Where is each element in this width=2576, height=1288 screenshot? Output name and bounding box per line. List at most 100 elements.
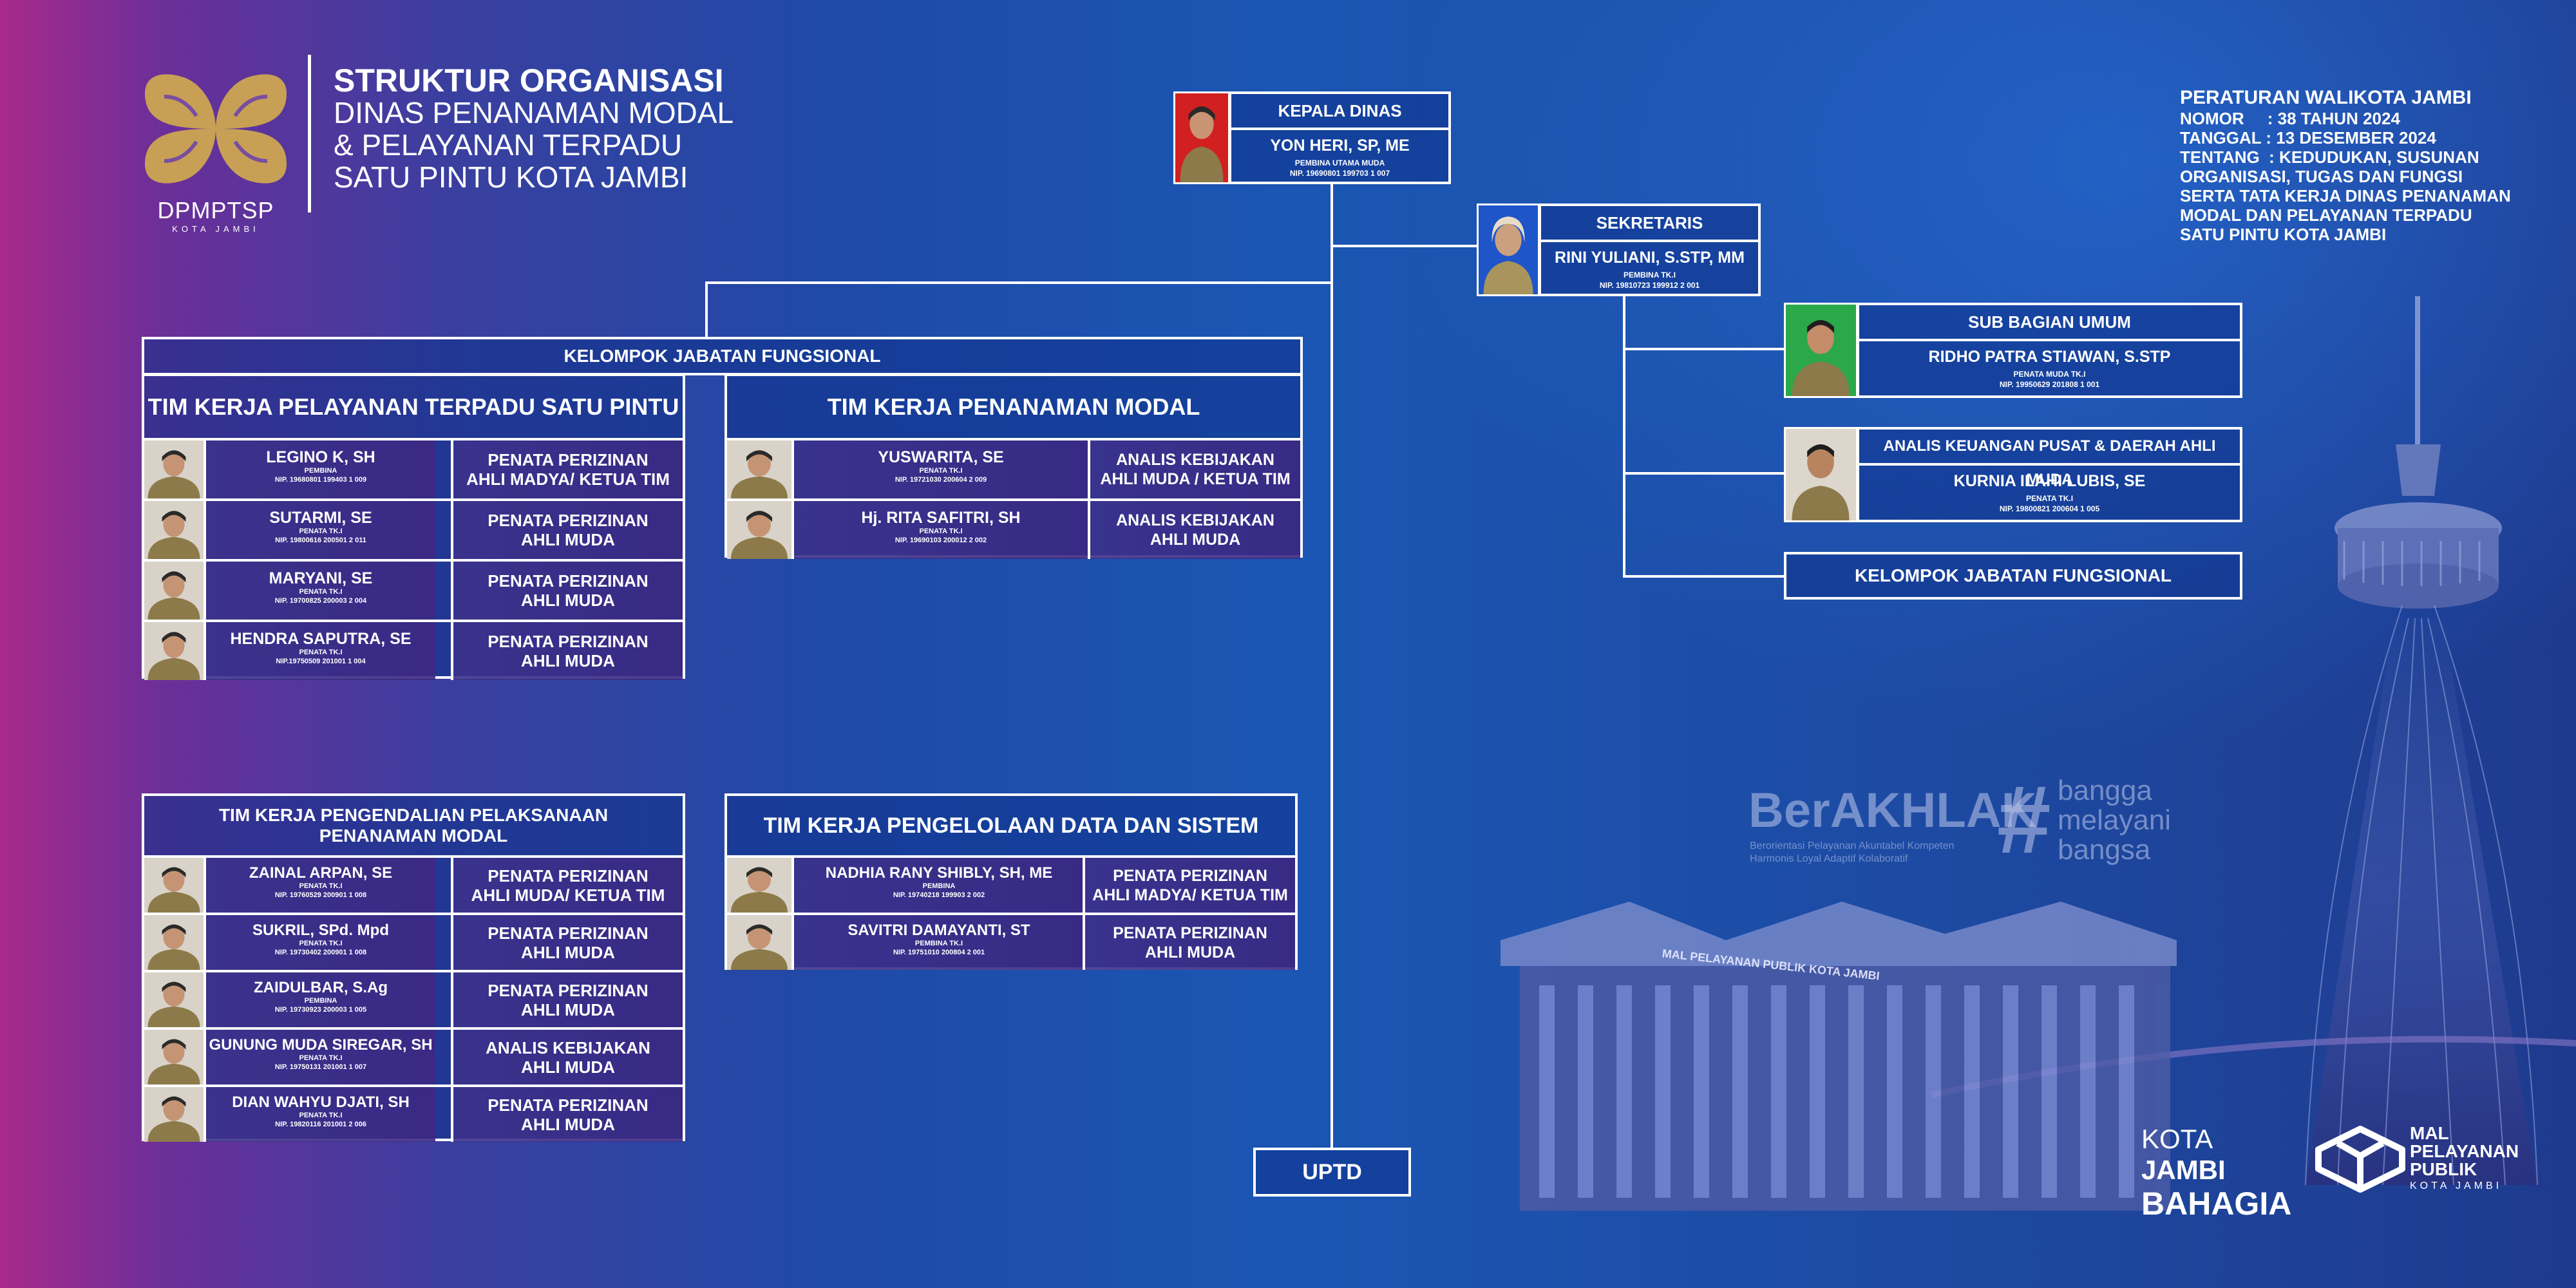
subbag-name: RIDHO PATRA STIAWAN, S.STP [1928, 348, 2171, 366]
title-line-2: DINAS PENANAMAN MODAL [334, 96, 734, 129]
team4-box: TIM KERJA PENGELOLAAN DATA DAN SISTEM NA… [724, 793, 1298, 970]
kepala-photo [1173, 91, 1230, 184]
member-role-line-1: PENATA PERIZINAN [488, 571, 649, 591]
member-role-line-1: ANALIS KEBIJAKAN [486, 1037, 650, 1057]
member-name: ZAIDULBAR, S.Ag [254, 979, 388, 996]
team3-title: TIM KERJA PENGENDALIAN PELAKSANAAN PENAN… [144, 796, 683, 855]
member-rank: PENATA TK.I [299, 1112, 343, 1119]
member-name: NADHIA RANY SHIBLY, SH, ME [825, 864, 1053, 882]
kepala-nip: NIP. 19690801 199703 1 007 [1289, 169, 1390, 178]
butterfly-logo-icon [145, 74, 287, 184]
member-role-line-1: PENATA PERIZINAN [488, 923, 649, 943]
member-name: Hj. RITA SAFITRI, SH [861, 509, 1021, 527]
member-nip: NIP. 19700825 200003 2 004 [274, 597, 367, 605]
sekretaris-rank: PEMBINA TK.I [1624, 270, 1676, 279]
member-rank: PENATA TK.I [299, 940, 343, 947]
member-rank: PEMBINA [304, 997, 337, 1005]
member-role-line-2: AHLI MUDA [521, 651, 615, 670]
mal-text-1: MAL [2410, 1123, 2449, 1143]
member-role-line-2: AHLI MUDA [521, 1114, 615, 1134]
member-name: DIAN WAHYU DJATI, SH [232, 1094, 410, 1111]
member-photo [727, 915, 794, 970]
member-rank: PENATA TK.I [299, 527, 343, 535]
uptd-label: UPTD [1302, 1160, 1362, 1184]
member-rank: PENATA TK.I [919, 527, 963, 535]
berakhlak-word: BerAKHLAK [1748, 783, 2037, 838]
mal-text-3: PUBLIK [2410, 1159, 2477, 1179]
berakhlak-tag-1: bangga [2058, 775, 2152, 806]
member-photo [144, 1030, 206, 1084]
regulation-title: PERATURAN WALIKOTA JAMBI [2180, 87, 2472, 108]
member-role-line-2: AHLI MUDA / KETUA TIM [1100, 470, 1291, 488]
portrait-icon [147, 867, 200, 913]
analis-name: KURNIA ILAHI LUBIS, SE [1953, 472, 2146, 490]
member-role-line-1: PENATA PERIZINAN [488, 511, 649, 530]
team1-box: TIM KERJA PELAYANAN TERPADU SATU PINTU L… [142, 374, 685, 680]
member-name: SAVITRI DAMAYANTI, ST [848, 922, 1030, 939]
member-photo [144, 972, 206, 1027]
regulation-nomor: NOMOR : 38 TAHUN 2024 [2180, 109, 2400, 128]
kepala-rank: PEMBINA UTAMA MUDA [1294, 158, 1385, 167]
portrait-icon [147, 1039, 200, 1084]
member-nip: NIP. 19760529 200901 1 008 [274, 891, 367, 899]
member-photo [727, 440, 794, 498]
mpp-emblem-icon [2315, 1126, 2405, 1193]
member-role-line-2: AHLI MUDA [521, 942, 615, 962]
member-role-line-2: AHLI MUDA [521, 999, 615, 1019]
regulation-tentang-2: ORGANISASI, TUGAS DAN FUNGSI [2180, 167, 2463, 186]
portrait-icon [147, 1096, 200, 1142]
member-photo [144, 501, 206, 559]
member-nip: NIP. 19751010 200804 2 001 [893, 949, 985, 956]
member-role-line-1: PENATA PERIZINAN [488, 1095, 649, 1115]
member-photo [144, 1087, 206, 1142]
member-name: SUKRIL, SPd. Mpd [252, 922, 389, 939]
portrait-icon [147, 571, 200, 620]
member-role-line-2: AHLI MADYA/ KETUA TIM [466, 469, 670, 489]
member-nip: NIP.19750509 201001 1 004 [276, 658, 366, 665]
title-line-1: STRUKTUR ORGANISASI [334, 62, 724, 99]
berakhlak-tag-2: melayani [2058, 804, 2172, 836]
member-nip: NIP. 19740218 199903 2 002 [893, 891, 985, 899]
berakhlak-tag-3: bangsa [2058, 834, 2151, 866]
kota-text: KOTA [2141, 1124, 2211, 1154]
kjf-right-label: KELOMPOK JABATAN FUNGSIONAL [1854, 565, 2172, 585]
member-role-line-1: PENATA PERIZINAN [488, 632, 649, 651]
member-photo [144, 858, 206, 913]
member-nip: NIP. 19820116 201001 2 006 [275, 1121, 366, 1128]
hashtag-icon: # [1997, 765, 2051, 873]
connector-to-kjf-left [705, 281, 1333, 284]
portrait-male-icon [1792, 319, 1850, 396]
member-role-line-2: AHLI MUDA [1144, 943, 1236, 961]
subbag-frame: SUB BAGIAN UMUM RIDHO PATRA STIAWAN, S.S… [1857, 303, 2242, 398]
kjf-right-box: KELOMPOK JABATAN FUNGSIONAL [1784, 552, 2242, 600]
member-name: YUSWARITA, SE [878, 448, 1004, 466]
portrait-icon [731, 511, 788, 559]
analis-rank: PENATA TK.I [2025, 494, 2074, 503]
kepala-title: KEPALA DINAS [1231, 94, 1448, 130]
regulation-tentang-3: SERTA TATA KERJA DINAS PENANAMAN [2180, 186, 2511, 205]
member-rank: PENATA TK.I [299, 882, 343, 890]
member-rank: PEMBINA TK.I [914, 940, 963, 947]
member-nip: NIP. 19800616 200501 2 011 [275, 536, 366, 544]
member-role-line-1: ANALIS KEBIJAKAN [1116, 451, 1274, 469]
